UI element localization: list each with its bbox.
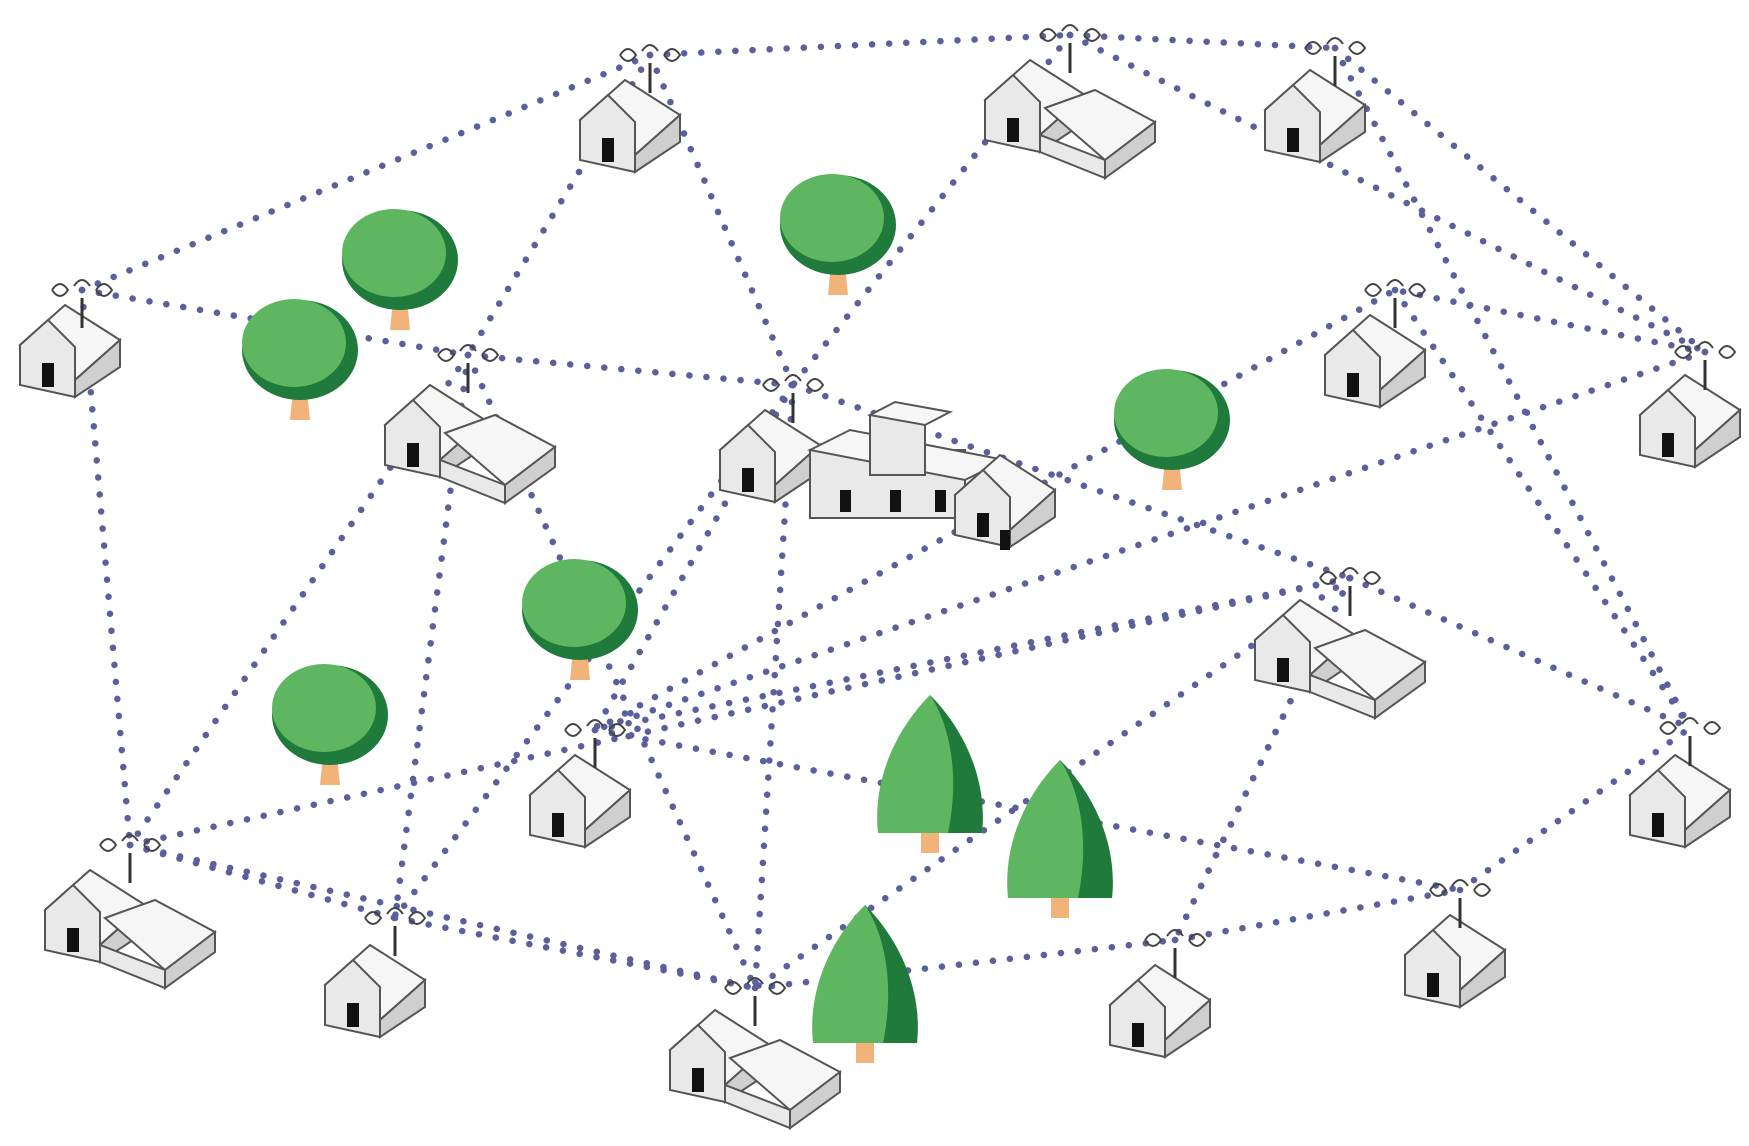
small-house-node bbox=[1323, 279, 1427, 409]
door bbox=[1007, 118, 1019, 142]
small-house-node bbox=[1263, 37, 1367, 164]
round-tree bbox=[272, 664, 388, 785]
network-link bbox=[126, 351, 472, 849]
door bbox=[692, 1068, 704, 1092]
door bbox=[1427, 973, 1439, 997]
small-house-node bbox=[323, 907, 427, 1039]
antenna-icon bbox=[1304, 37, 1367, 86]
double-house-node bbox=[983, 24, 1157, 180]
door bbox=[1287, 128, 1299, 152]
door bbox=[742, 468, 754, 492]
network-link bbox=[591, 348, 1709, 734]
small-house-node bbox=[1403, 879, 1507, 1009]
small-house-node bbox=[1638, 341, 1742, 469]
round-tree bbox=[1114, 369, 1230, 490]
antenna-icon bbox=[364, 907, 427, 956]
antenna-icon bbox=[1039, 24, 1102, 73]
double-house-node bbox=[43, 834, 217, 990]
network-link bbox=[1331, 44, 1709, 356]
door bbox=[977, 513, 989, 537]
small-house-node bbox=[578, 44, 682, 174]
antenna-icon bbox=[619, 44, 682, 93]
antenna-icon bbox=[762, 374, 825, 423]
nodes-layer bbox=[18, 24, 1742, 1130]
network-link bbox=[464, 351, 797, 389]
double-house-node bbox=[1253, 567, 1427, 720]
conifer-tree bbox=[1007, 760, 1113, 918]
antenna-icon bbox=[1144, 929, 1207, 978]
door bbox=[552, 813, 564, 837]
door bbox=[1662, 433, 1674, 457]
door bbox=[602, 138, 614, 162]
network-link bbox=[78, 51, 654, 294]
antenna-icon bbox=[724, 977, 787, 1026]
round-tree bbox=[342, 209, 458, 330]
network-link bbox=[78, 286, 134, 849]
double-house-node bbox=[383, 344, 557, 505]
small-house-node bbox=[18, 279, 122, 399]
door bbox=[1132, 1023, 1144, 1047]
round-tree bbox=[780, 174, 896, 295]
door bbox=[1347, 373, 1359, 397]
small-house-node bbox=[1628, 717, 1732, 849]
round-tree bbox=[522, 559, 638, 680]
network-link bbox=[126, 841, 399, 922]
antenna-icon bbox=[99, 834, 162, 883]
network-link bbox=[1391, 286, 1709, 356]
network-link bbox=[646, 31, 1074, 59]
antenna-icon bbox=[1429, 879, 1492, 928]
door bbox=[1277, 658, 1289, 682]
conifer-tree bbox=[812, 905, 918, 1063]
network-link bbox=[591, 286, 1399, 734]
antenna-icon bbox=[437, 344, 500, 393]
network-link bbox=[1066, 31, 1709, 356]
small-house-node bbox=[528, 719, 632, 849]
network-link bbox=[1066, 31, 1339, 52]
door bbox=[1652, 813, 1664, 837]
network-link bbox=[464, 51, 654, 359]
network-link bbox=[126, 574, 1354, 849]
door bbox=[407, 443, 419, 467]
round-tree bbox=[242, 299, 358, 420]
town-hall-node bbox=[718, 374, 1057, 550]
network-link bbox=[1346, 574, 1694, 732]
network-link bbox=[1391, 286, 1694, 732]
antenna-icon bbox=[564, 719, 627, 768]
network-link bbox=[126, 841, 759, 992]
door bbox=[42, 363, 54, 387]
network-link bbox=[789, 31, 1074, 389]
door bbox=[347, 1003, 359, 1027]
network-link bbox=[591, 726, 1464, 894]
door bbox=[67, 928, 79, 952]
double-house-node bbox=[668, 977, 842, 1130]
antenna-icon bbox=[1364, 279, 1427, 328]
network-link bbox=[646, 51, 797, 389]
network-link bbox=[78, 286, 472, 359]
antenna-icon bbox=[1659, 717, 1722, 766]
network-link bbox=[1171, 886, 1464, 944]
network-link bbox=[391, 914, 759, 992]
small-house-node bbox=[1108, 929, 1212, 1059]
antenna-icon bbox=[51, 279, 114, 328]
trees-layer bbox=[242, 174, 1230, 1063]
antenna-icon bbox=[1674, 341, 1737, 390]
antenna-icon bbox=[1319, 567, 1382, 616]
network-link bbox=[464, 351, 759, 992]
conifer-tree bbox=[877, 695, 983, 853]
